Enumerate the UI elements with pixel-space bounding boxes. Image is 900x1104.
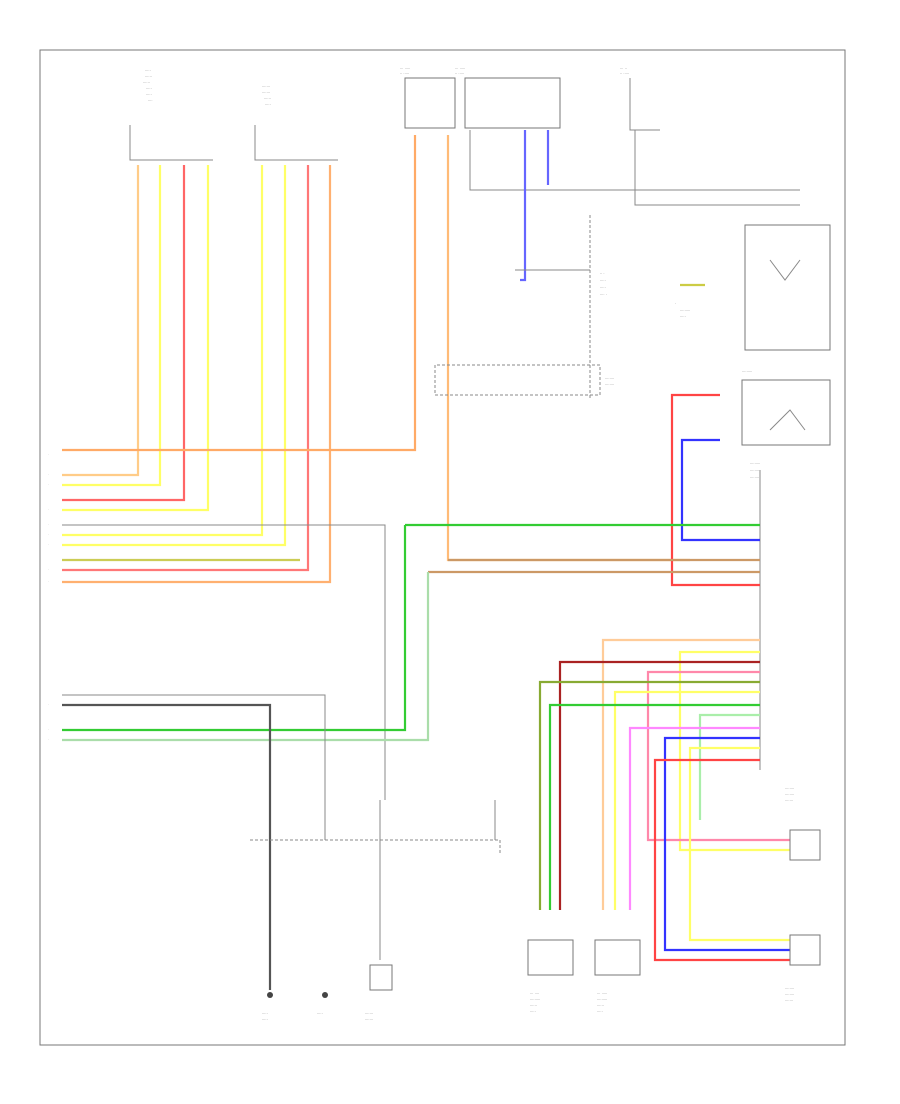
svg-text:·····: ····· [600, 279, 606, 283]
svg-text:·····: ····· [146, 87, 152, 91]
svg-text:·········: ········· [750, 469, 760, 473]
svg-text:········: ········ [785, 993, 794, 997]
svg-text:·····: ····· [600, 286, 606, 290]
gray-wire-left [62, 524, 386, 800]
svg-text:·········: ········· [750, 462, 760, 466]
svg-text:·: · [48, 727, 49, 731]
gray-wire-top-1 [469, 130, 800, 191]
svg-text:·: · [48, 702, 49, 706]
ground-g2: ····· [317, 992, 328, 1016]
orange-wire-to-receiver [446, 135, 690, 562]
receiver-output-wires [538, 638, 790, 962]
hot-in-run: ··· ·· ·· ····· [620, 67, 660, 131]
svg-text:··· ·····: ··· ····· [455, 67, 465, 71]
svg-text:·: · [48, 507, 49, 511]
svg-text:··· ·····: ··· ····· [400, 67, 410, 71]
rear-left-speaker: ··· ···· ········· ······ ····· [527, 939, 574, 1014]
svg-text:·····: ····· [680, 315, 686, 319]
svg-text:·: · [48, 472, 49, 476]
right-rear-door-speaker: ········ ········ ······· [785, 934, 821, 1003]
svg-text:········: ········ [785, 793, 794, 797]
lightgreen-wire-left [62, 572, 430, 742]
junction-block: ········ ········ [434, 364, 614, 396]
antenna-junction: ········· [741, 370, 831, 446]
svg-text:·····: ····· [530, 1010, 536, 1014]
svg-text:·····: ····· [317, 1012, 323, 1016]
svg-text:···· ·: ···· · [600, 293, 607, 297]
svg-text:·: · [48, 737, 49, 741]
left-rear-door-speaker: ········ ········ ······· [785, 787, 821, 861]
splice-line [250, 839, 501, 855]
svg-text:········: ········ [750, 476, 759, 480]
svg-text:··· ··: ··· ·· [620, 67, 627, 71]
front-left-speaker-wires [62, 165, 210, 512]
svg-text:······: ······ [530, 1004, 537, 1008]
green-wire-left [62, 525, 407, 732]
svg-text:·· ·: ·· · [600, 272, 605, 276]
svg-text:·····: ····· [146, 93, 152, 97]
svg-text:·: · [48, 482, 49, 486]
svg-text:··· ·····: ··· ····· [597, 992, 607, 996]
ground-g3: ······· ······· [365, 964, 393, 1022]
svg-text:·····: ····· [262, 1012, 268, 1016]
left-pin-markers: · · · · · · · · · · · · [48, 452, 49, 741]
svg-text:······: ······ [143, 81, 150, 85]
svg-text:·······: ······· [262, 91, 270, 95]
svg-text:·: · [48, 579, 49, 583]
svg-text:······: ······ [264, 97, 271, 101]
relay-panel: ·· · ····· ····· ···· · [515, 215, 607, 400]
svg-text:·····: ····· [145, 69, 151, 73]
svg-text:·········: ········· [530, 998, 540, 1002]
svg-text:·······: ······· [365, 1018, 373, 1022]
blue-wire-receiver [680, 438, 760, 542]
dark-wire-ground [62, 703, 272, 990]
gray-wire-top-2 [634, 130, 800, 206]
radio-receiver: ········· ········· ········ [750, 462, 761, 770]
svg-text:·: · [48, 567, 49, 571]
overhead-mic: · ········· ····· [675, 224, 831, 351]
hot-at-all-times-2: ··· ····· ·· ····· [455, 67, 561, 129]
svg-text:·········: ········· [680, 309, 690, 313]
svg-text:······: ······ [597, 1004, 604, 1008]
front-left-speaker: ····· ······ ······ ····· ····· ···· [129, 69, 213, 161]
svg-text:·: · [48, 532, 49, 536]
svg-text:·······: ······· [785, 799, 793, 803]
hot-at-all-times-1: ··· ····· ·· ····· [400, 67, 456, 129]
svg-text:·········: ········· [742, 370, 752, 374]
svg-text:·······: ······· [365, 1012, 373, 1016]
svg-text:·········: ········· [597, 998, 607, 1002]
gray-wire-bottom-1 [62, 694, 326, 840]
svg-text:·· ·····: ·· ····· [620, 72, 629, 76]
svg-text:·: · [48, 522, 49, 526]
blue-wire-1 [520, 130, 527, 282]
svg-text:·····: ····· [597, 1010, 603, 1014]
svg-text:·· ·····: ·· ····· [400, 72, 409, 76]
rear-right-speaker: ··· ····· ········· ······ ····· [594, 939, 641, 1014]
svg-text:·······: ······· [785, 999, 793, 1003]
svg-text:·· ·····: ·· ····· [455, 72, 464, 76]
red-wire-receiver [670, 393, 760, 587]
ground-g1: ····· ····· [262, 992, 273, 1022]
orange-wire-fuse [62, 135, 417, 452]
svg-text:·: · [48, 452, 49, 456]
svg-text:·······: ······· [262, 85, 270, 89]
svg-text:······: ······ [145, 75, 152, 79]
svg-text:········: ········ [605, 383, 614, 387]
diagram-frame [39, 49, 846, 1046]
front-right-speaker-wires [62, 165, 332, 584]
svg-text:········: ········ [785, 987, 794, 991]
svg-text:········: ········ [605, 377, 614, 381]
svg-text:·····: ····· [265, 103, 271, 107]
front-right-speaker: ······· ······· ······ ····· [254, 85, 338, 161]
svg-text:·····: ····· [262, 1018, 268, 1022]
svg-text:········: ········ [785, 787, 794, 791]
svg-text:··· ····: ··· ···· [530, 992, 539, 996]
svg-text:····: ···· [148, 99, 153, 103]
svg-text:·: · [675, 302, 676, 306]
svg-text:·: · [48, 542, 49, 546]
